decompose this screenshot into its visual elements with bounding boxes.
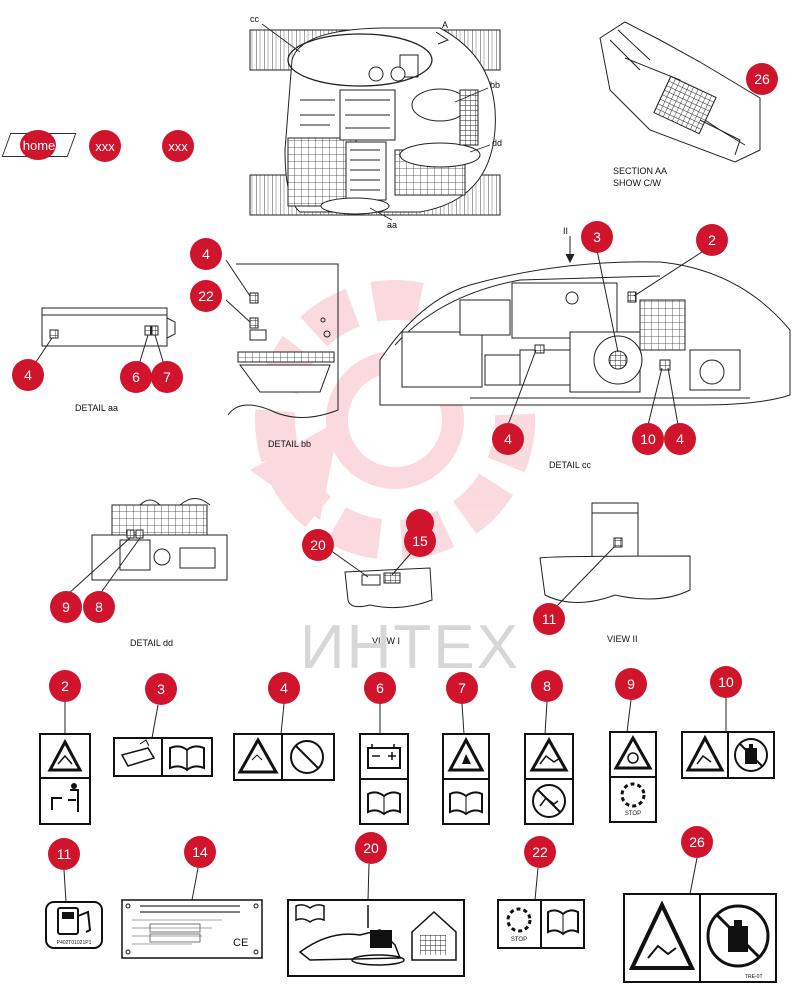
section-aa-drawing [599, 21, 761, 163]
label-dd: dd [492, 138, 502, 148]
decal-4: 4 [233, 672, 335, 781]
svg-text:2: 2 [708, 232, 716, 248]
callout-8-detail-dd: 8 [83, 591, 115, 623]
svg-text:6: 6 [376, 680, 384, 696]
decal-11: 11 P402T01021P1 [45, 838, 103, 949]
svg-text:4: 4 [202, 246, 210, 262]
svg-text:11: 11 [542, 611, 557, 627]
callout-10-detail-cc: 10 [632, 423, 664, 455]
detail-aa-title: DETAIL aa [75, 403, 118, 413]
svg-text:22: 22 [198, 288, 214, 304]
svg-text:9: 9 [62, 599, 70, 615]
label-A: A [442, 20, 448, 30]
svg-text:15: 15 [412, 533, 428, 549]
svg-text:10: 10 [640, 431, 656, 447]
callout-3-detail-cc: 3 [581, 221, 613, 253]
decal-7: 7 [442, 672, 490, 825]
callout-11-view-ii: 11 [533, 603, 565, 635]
svg-text:P402T01021P1: P402T01021P1 [57, 940, 92, 946]
top-view-labels: cc bb dd aa A [250, 14, 502, 230]
home-dot [20, 130, 56, 160]
home-label: home [22, 137, 56, 153]
svg-text:4: 4 [280, 680, 288, 696]
detail-bb-drawing [225, 259, 339, 418]
svg-text:6: 6 [132, 369, 140, 385]
svg-text:TRE-0T: TRE-0T [745, 974, 763, 980]
svg-text:11: 11 [57, 846, 72, 862]
decal-2: 2 [39, 670, 91, 825]
svg-text:CE: CE [233, 937, 248, 949]
svg-text:14: 14 [192, 844, 208, 860]
label-cc: cc [250, 14, 260, 24]
decal-10: 10 [681, 666, 775, 779]
watermark-text: ИНТЕХ [300, 613, 520, 682]
callout-20-view-i: 20 [302, 529, 334, 561]
svg-text:STOP: STOP [511, 937, 527, 943]
view-ii-arrow-label: II [563, 226, 568, 236]
decal-9: 9 STOP [609, 668, 657, 823]
callout-26-section: 26 [746, 63, 778, 95]
decal-8: 8 [524, 670, 574, 825]
view-ii-title: VIEW II [607, 634, 638, 644]
detail-cc-title: DETAIL cc [549, 460, 592, 470]
svg-text:4: 4 [676, 431, 684, 447]
svg-text:20: 20 [310, 537, 326, 553]
label-aa: aa [387, 220, 397, 230]
decal-20: 20 [287, 832, 465, 977]
svg-text:9: 9 [627, 676, 635, 692]
detail-dd-title: DETAIL dd [130, 638, 173, 648]
callout-4-detail-bb: 4 [190, 238, 222, 270]
callout-15-view-i: 15 [404, 525, 436, 557]
decal-22: 22 STOP [497, 836, 585, 949]
detail-bb-title: DETAIL bb [268, 439, 311, 449]
callout-4-detail-cc-b: 4 [664, 423, 696, 455]
svg-text:7: 7 [458, 680, 466, 696]
view-ii-drawing [539, 502, 691, 609]
callout-7-detail-aa: 7 [151, 361, 183, 393]
home-button[interactable]: home [1, 130, 77, 160]
detail-dd-drawing [67, 498, 228, 595]
svg-text:STOP: STOP [625, 811, 641, 817]
svg-text:10: 10 [718, 674, 734, 690]
svg-text:8: 8 [95, 599, 103, 615]
decal-6: 6 [359, 672, 409, 825]
svg-text:3: 3 [157, 681, 165, 697]
svg-text:4: 4 [24, 367, 32, 383]
svg-text:2: 2 [61, 678, 69, 694]
decal-14: 14 CE [121, 836, 263, 959]
decal-26: 26 TRE-0T [623, 826, 777, 983]
svg-text:8: 8 [543, 678, 551, 694]
detail-cc-drawing [379, 236, 791, 426]
svg-text:20: 20 [363, 840, 379, 856]
callout-4-detail-cc-a: 4 [492, 423, 524, 455]
callout-22-detail-bb: 22 [190, 280, 222, 312]
nav-button-2[interactable]: xxx [162, 130, 194, 162]
svg-text:3: 3 [593, 229, 601, 245]
svg-text:26: 26 [689, 834, 705, 850]
view-i-title: VIEW I [372, 636, 400, 646]
callouts: 26 4 22 3 2 4 6 7 4 10 4 9 8 20 15 11 [12, 63, 778, 635]
decal-3: 3 [113, 673, 213, 777]
nav-button-1[interactable]: xxx [89, 130, 121, 162]
detail-aa-drawing [31, 307, 176, 369]
nav-button-1-label: xxx [95, 138, 115, 154]
nav-button-2-label: xxx [168, 138, 188, 154]
callout-9-detail-dd: 9 [50, 591, 82, 623]
top-view-drawing [249, 27, 501, 216]
svg-text:22: 22 [532, 844, 548, 860]
section-aa-title-2: SHOW C/W [613, 178, 661, 188]
callout-4-detail-aa: 4 [12, 359, 44, 391]
view-i-drawing [329, 544, 433, 609]
label-bb: bb [490, 80, 500, 90]
section-aa-title-1: SECTION AA [613, 166, 667, 176]
callout-2-detail-cc: 2 [696, 224, 728, 256]
svg-text:7: 7 [163, 369, 171, 385]
svg-text:4: 4 [504, 431, 512, 447]
callout-6-detail-aa: 6 [120, 361, 152, 393]
svg-text:26: 26 [754, 71, 770, 87]
